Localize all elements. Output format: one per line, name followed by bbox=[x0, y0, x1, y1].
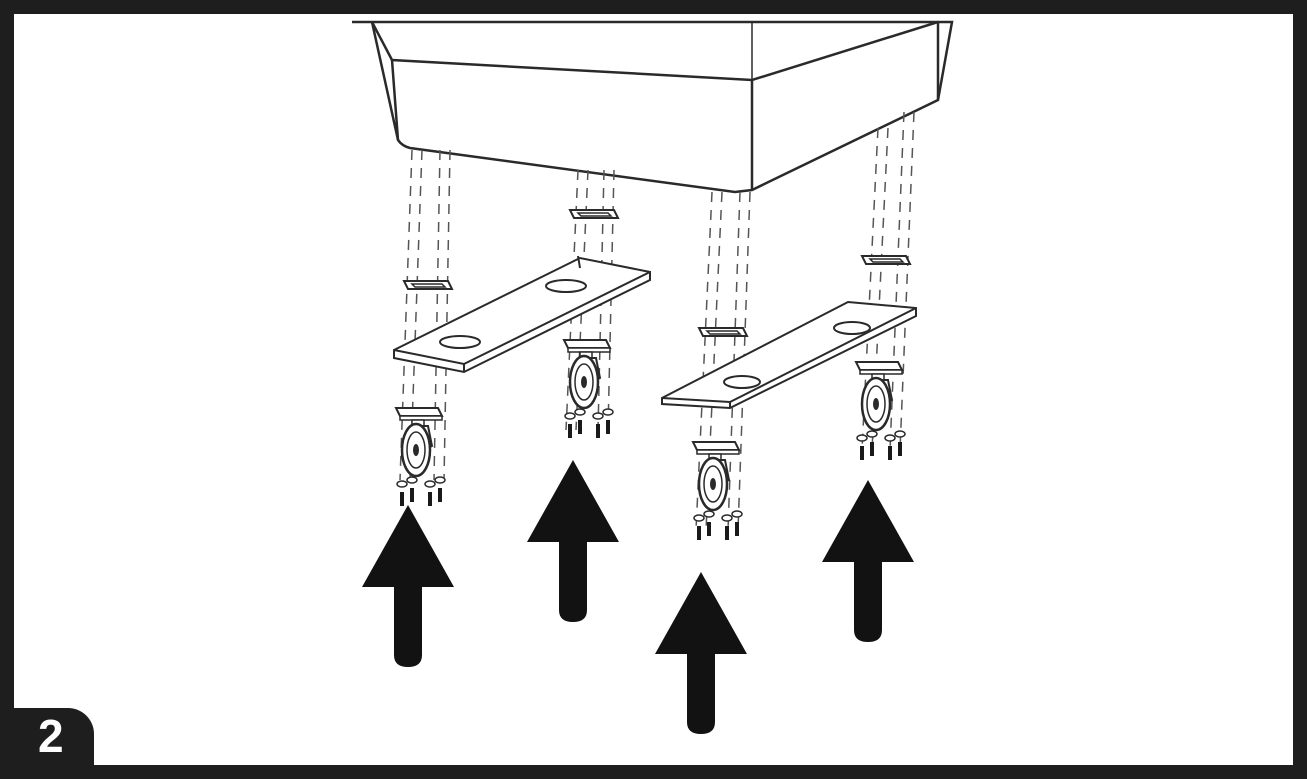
caster-1 bbox=[394, 406, 447, 508]
caster-3 bbox=[691, 440, 744, 542]
spacer-4 bbox=[861, 255, 911, 265]
caster-4 bbox=[854, 360, 907, 462]
spacer-3 bbox=[698, 327, 748, 337]
cabinet-bottom bbox=[352, 20, 954, 194]
arrow-up-2 bbox=[527, 460, 619, 622]
mounting-plate-left bbox=[393, 255, 651, 374]
caster-2 bbox=[562, 338, 615, 440]
mounting-plate-right bbox=[661, 300, 917, 410]
arrow-up-1 bbox=[362, 505, 454, 667]
arrow-up-4 bbox=[822, 480, 914, 642]
spacer-1 bbox=[569, 209, 619, 219]
spacer-2 bbox=[403, 280, 453, 290]
arrow-up-3 bbox=[655, 572, 747, 734]
step-number-badge: 2 bbox=[14, 708, 94, 765]
